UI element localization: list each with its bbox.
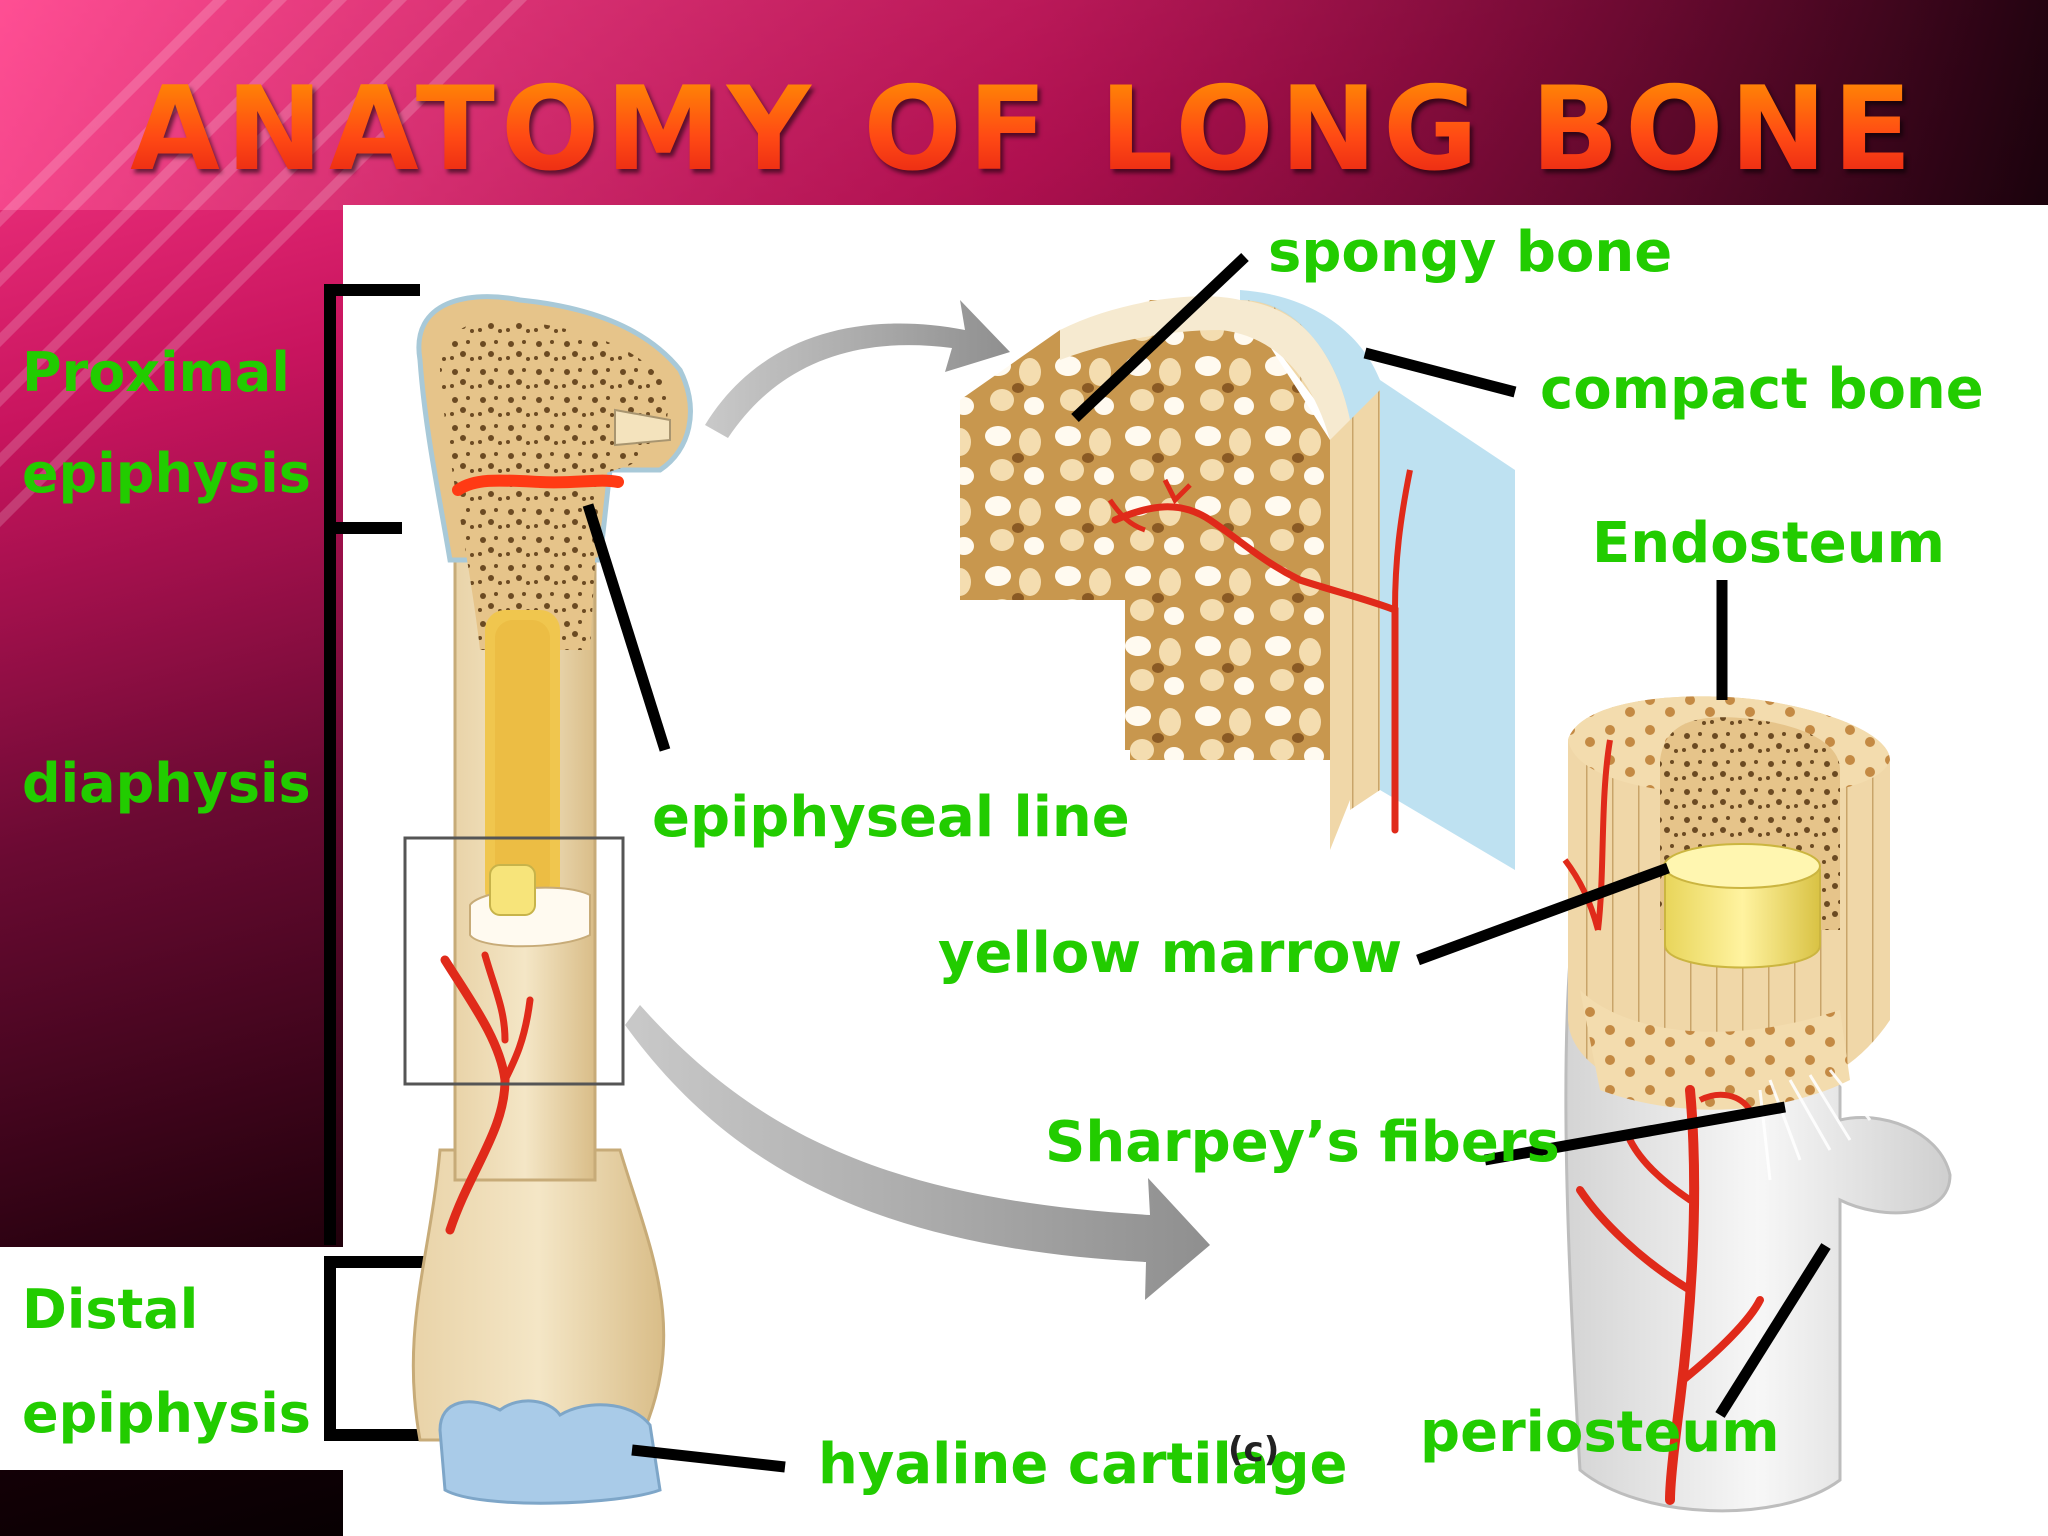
distal-label-box <box>0 1247 343 1470</box>
spongy-compact-block <box>880 290 1515 870</box>
label-yellow-marrow: yellow marrow <box>938 921 1403 986</box>
region-brackets <box>324 284 425 1441</box>
label-periosteum: periosteum <box>1420 1400 1780 1465</box>
label-spongy-bone: spongy bone <box>1268 220 1673 285</box>
long-bone-illustration <box>403 294 693 1505</box>
wedge-cut <box>614 408 671 447</box>
figure-letter: (c) <box>1228 1430 1280 1470</box>
leader-yellow-marrow <box>1416 862 1670 966</box>
hyaline-cartilage-cap <box>438 1399 662 1505</box>
bracket-proximal-diaphysis <box>324 284 420 1245</box>
label-endosteum: Endosteum <box>1592 511 1945 576</box>
epiphyseal-line-mark <box>452 474 624 496</box>
label-sharpeys-fibers: Sharpey’s fibers <box>1045 1110 1560 1175</box>
label-distal-epiphysis: epiphysis <box>22 1382 311 1445</box>
leader-hyaline-cartilage <box>631 1444 786 1473</box>
arrow-to-shaft-section <box>625 1005 1210 1300</box>
label-proximal-epiphysis: epiphysis <box>22 442 311 505</box>
bracket-distal <box>324 1256 425 1441</box>
zoom-arrows <box>625 300 1210 1300</box>
osteon-face <box>1580 990 1850 1110</box>
block-cutout <box>880 600 1125 780</box>
sharpeys-fibers-strands <box>1758 1069 1872 1181</box>
leader-epiphyseal-line <box>582 503 671 752</box>
leader-lines <box>582 253 1831 1473</box>
leader-compact-bone <box>1363 347 1517 398</box>
label-compact-bone: compact bone <box>1540 357 1984 422</box>
leader-spongy-bone <box>1071 253 1249 422</box>
spongy-vessels <box>1111 503 1399 834</box>
compact-bone-top <box>1060 296 1350 440</box>
shaft-section-illustration <box>1562 696 1952 1513</box>
label-diaphysis: diaphysis <box>22 752 311 815</box>
label-hyaline-cartilage: hyaline cartilage <box>818 1432 1348 1497</box>
compact-bone-layer <box>1240 300 1350 850</box>
label-epiphyseal-line: epiphyseal line <box>652 785 1130 850</box>
label-proximal: Proximal <box>22 341 290 404</box>
slide-title: ANATOMY OF LONG BONE <box>0 62 2048 197</box>
bone-distal-end <box>411 1148 666 1442</box>
zoom-box <box>403 836 625 1086</box>
arrow-to-spongy <box>705 300 1010 438</box>
leader-sharpeys-fibers <box>1484 1101 1786 1166</box>
leader-periosteum <box>1715 1243 1831 1418</box>
label-distal: Distal <box>22 1278 199 1341</box>
section-artery-main <box>1665 1085 1700 1505</box>
